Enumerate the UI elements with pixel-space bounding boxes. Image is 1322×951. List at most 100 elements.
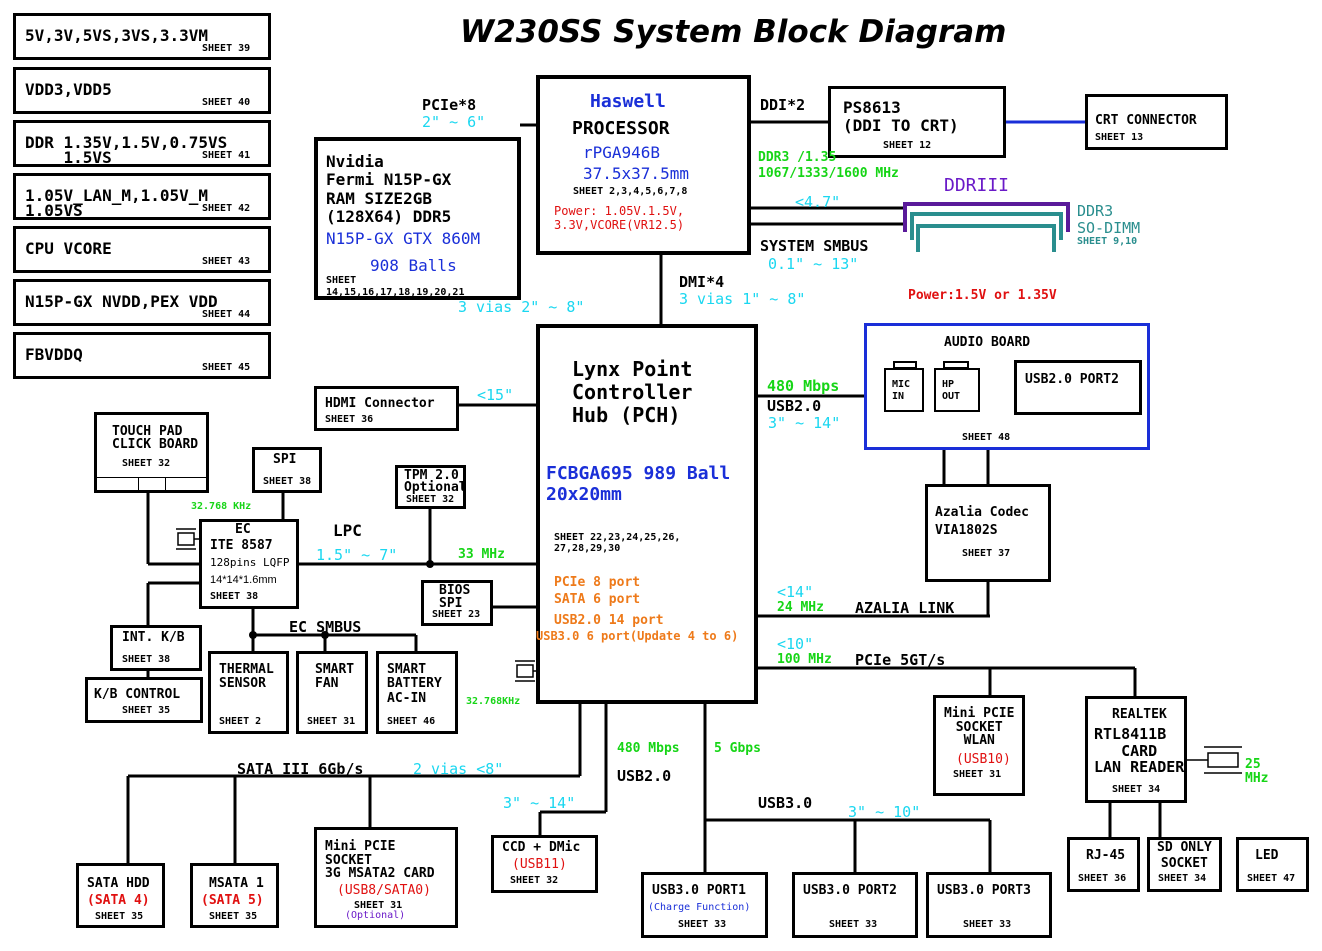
ec-chip: ITE 8587 xyxy=(210,538,273,553)
pch-feature-usb2: USB2.0 14 port xyxy=(554,613,664,628)
fan-label: SMART FAN xyxy=(315,662,355,692)
ddi-label: DDI*2 xyxy=(760,96,806,114)
cpu-name: Haswell xyxy=(590,91,666,112)
pch-feature-usb3: USB3.0 6 port(Update 4 to 6) xyxy=(536,629,739,643)
crt-label: CRT CONNECTOR xyxy=(1095,113,1197,128)
hdmi-label: HDMI Connector xyxy=(325,396,435,411)
smbus-length: 0.1" ~ 13" xyxy=(768,255,859,273)
power-box-4: 1.05V_LAN_M,1.05V_M 1.05VS SHEET 42 xyxy=(13,173,271,220)
audio-usb-speed: 480 Mbps xyxy=(767,377,840,395)
gpu-sheet: SHEET 14,15,16,17,18,19,20,21 xyxy=(326,275,465,298)
audio-usb-label: USB2.0 PORT2 xyxy=(1025,372,1119,387)
usb3-port3-box: USB3.0 PORT3 SHEET 33 xyxy=(926,872,1052,938)
pcie5-freq: 100 MHz xyxy=(777,652,832,667)
ccd-port: (USB11) xyxy=(512,857,567,872)
msata-port: (SATA 5) xyxy=(201,893,264,908)
power-sheet-2: SHEET 40 xyxy=(202,97,251,108)
pch-name: Lynx Point Controller Hub (PCH) xyxy=(572,357,693,427)
power-box-3: DDR 1.35V,1.5V,0.75VS 1.5VS SHEET 41 xyxy=(13,120,271,167)
cpu-box: Haswell PROCESSOR rPGA946B 37.5x37.5mm S… xyxy=(536,75,751,255)
dmi-length: 3 vias 1" ~ 8" xyxy=(679,290,806,308)
minipcie-3g-sheet: SHEET 31 xyxy=(354,900,403,911)
wlan-label: Mini PCIE SOCKET WLAN xyxy=(944,706,1015,749)
thermal-sheet: SHEET 2 xyxy=(219,716,262,727)
power-box-7: FBVDDQ SHEET 45 xyxy=(13,332,271,379)
power-sheet-6: SHEET 44 xyxy=(202,309,251,320)
audio-board-box: AUDIO BOARD MIC IN HP OUT USB2.0 PORT2 S… xyxy=(864,323,1150,450)
audio-usb-length: 3" ~ 14" xyxy=(768,414,841,432)
touchpad-box: TOUCH PAD CLICK BOARD SHEET 32 xyxy=(94,412,209,493)
sodimm-sheet: SHEET 9,10 xyxy=(1077,236,1138,247)
spi-box: SPI SHEET 38 xyxy=(252,447,322,493)
usb3-port3-label: USB3.0 PORT3 xyxy=(937,883,1031,898)
power-label-6: N15P-GX NVDD,PEX VDD xyxy=(25,292,218,311)
cpu-sheet: SHEET 2,3,4,5,6,7,8 xyxy=(573,186,688,197)
hdmi-box: HDMI Connector SHEET 36 xyxy=(314,386,459,431)
pch-box: Lynx Point Controller Hub (PCH) FCBGA695… xyxy=(536,324,758,704)
ec-title: EC xyxy=(235,522,251,537)
bios-sheet: SHEET 23 xyxy=(432,609,481,620)
usb2-bottom-length: 3" ~ 14" xyxy=(503,794,576,812)
kbctrl-label: K/B CONTROL xyxy=(94,687,181,702)
sata-length: 2 vias <8" xyxy=(413,760,504,778)
pcie5-length: <10" xyxy=(777,635,814,653)
crt-sheet: SHEET 13 xyxy=(1095,132,1144,143)
pch-xtal: 32.768KHz xyxy=(466,696,521,707)
usb3-port3-sheet: SHEET 33 xyxy=(963,919,1012,930)
hp-out-jack: HP OUT xyxy=(934,368,980,412)
sata-label: SATA III 6Gb/s xyxy=(237,760,364,778)
mic-in-jack-top xyxy=(893,361,917,369)
ccd-label: CCD + DMic xyxy=(502,840,581,855)
battery-label: SMART BATTERY AC-IN xyxy=(387,662,442,706)
power-box-5: CPU VCORE SHEET 43 xyxy=(13,226,271,273)
power-box-1: 5V,3V,5VS,3VS,3.3VM SHEET 39 xyxy=(13,13,271,60)
battery-sheet: SHEET 46 xyxy=(387,716,436,727)
cpu-label: PROCESSOR xyxy=(572,118,670,139)
codec-box: Azalia Codec VIA1802S SHEET 37 xyxy=(925,484,1051,582)
ec-box: EC ITE 8587 128pins LQFP 14*14*1.6mm SHE… xyxy=(199,519,299,609)
pch-sheet: SHEET 22,23,24,25,26, 27,28,29,30 xyxy=(554,532,681,554)
ddriii-label: DDRIII xyxy=(944,175,1010,196)
power-sheet-5: SHEET 43 xyxy=(202,256,251,267)
sata-hdd-label: SATA HDD xyxy=(87,876,150,891)
spi-label: SPI xyxy=(273,452,297,467)
wlan-port: (USB10) xyxy=(956,752,1011,767)
power-box-2: VDD3,VDD5 SHEET 40 xyxy=(13,67,271,114)
kb-sheet: SHEET 38 xyxy=(122,654,171,665)
msata-box: MSATA 1 (SATA 5) SHEET 35 xyxy=(190,863,279,928)
minipcie-3g-label: Mini PCIE SOCKET 3G MSATA2 CARD xyxy=(325,839,435,882)
tpm-label: TPM 2.0 Optional xyxy=(404,468,467,495)
touchpad-button xyxy=(138,477,166,491)
power-label-2: VDD3,VDD5 xyxy=(25,80,112,99)
tpm-sheet: SHEET 32 xyxy=(406,494,455,505)
smbus-label: SYSTEM SMBUS xyxy=(760,237,869,255)
power-label-4: 1.05V_LAN_M,1.05V_M 1.05VS xyxy=(25,186,209,221)
usb3-port1-label: USB3.0 PORT1 xyxy=(652,883,746,898)
azalia-label: AZALIA LINK xyxy=(855,599,955,617)
realtek-box: REALTEK RTL8411B CARD LAN READER SHEET 3… xyxy=(1085,696,1187,803)
power-label-1: 5V,3V,5VS,3VS,3.3VM xyxy=(25,26,209,45)
power-box-6: N15P-GX NVDD,PEX VDD SHEET 44 xyxy=(13,279,271,326)
pch-package: FCBGA695 989 Ball 20x20mm xyxy=(546,463,731,505)
power-sheet-1: SHEET 39 xyxy=(202,43,251,54)
ccd-sheet: SHEET 32 xyxy=(510,875,559,886)
hdmi-length: <15" xyxy=(477,386,514,404)
usb3-port2-sheet: SHEET 33 xyxy=(829,919,878,930)
fan-box: SMART FAN SHEET 31 xyxy=(296,651,368,734)
power-label-7: FBVDDQ xyxy=(25,345,83,364)
hp-out-label: HP OUT xyxy=(942,379,961,402)
lpc-length: 1.5" ~ 7" xyxy=(316,546,398,564)
sd-sheet: SHEET 34 xyxy=(1158,873,1207,884)
kbctrl-box: K/B CONTROL SHEET 35 xyxy=(85,677,203,723)
lpc-label: LPC xyxy=(333,521,362,540)
crt-box: CRT CONNECTOR SHEET 13 xyxy=(1085,94,1228,150)
led-label: LED xyxy=(1255,848,1279,863)
usb3-port2-label: USB3.0 PORT2 xyxy=(803,883,897,898)
minipcie-3g-port: (USB8/SATA0) xyxy=(337,883,431,898)
audio-usb-bus: USB2.0 xyxy=(767,397,822,415)
wlan-sheet: SHEET 31 xyxy=(953,769,1002,780)
msata-label: MSATA 1 xyxy=(209,876,264,891)
ec-package: 128pins LQFP xyxy=(210,556,290,569)
bios-label: BIOS SPI xyxy=(439,583,471,611)
wlan-box: Mini PCIE SOCKET WLAN (USB10) SHEET 31 xyxy=(933,695,1025,796)
